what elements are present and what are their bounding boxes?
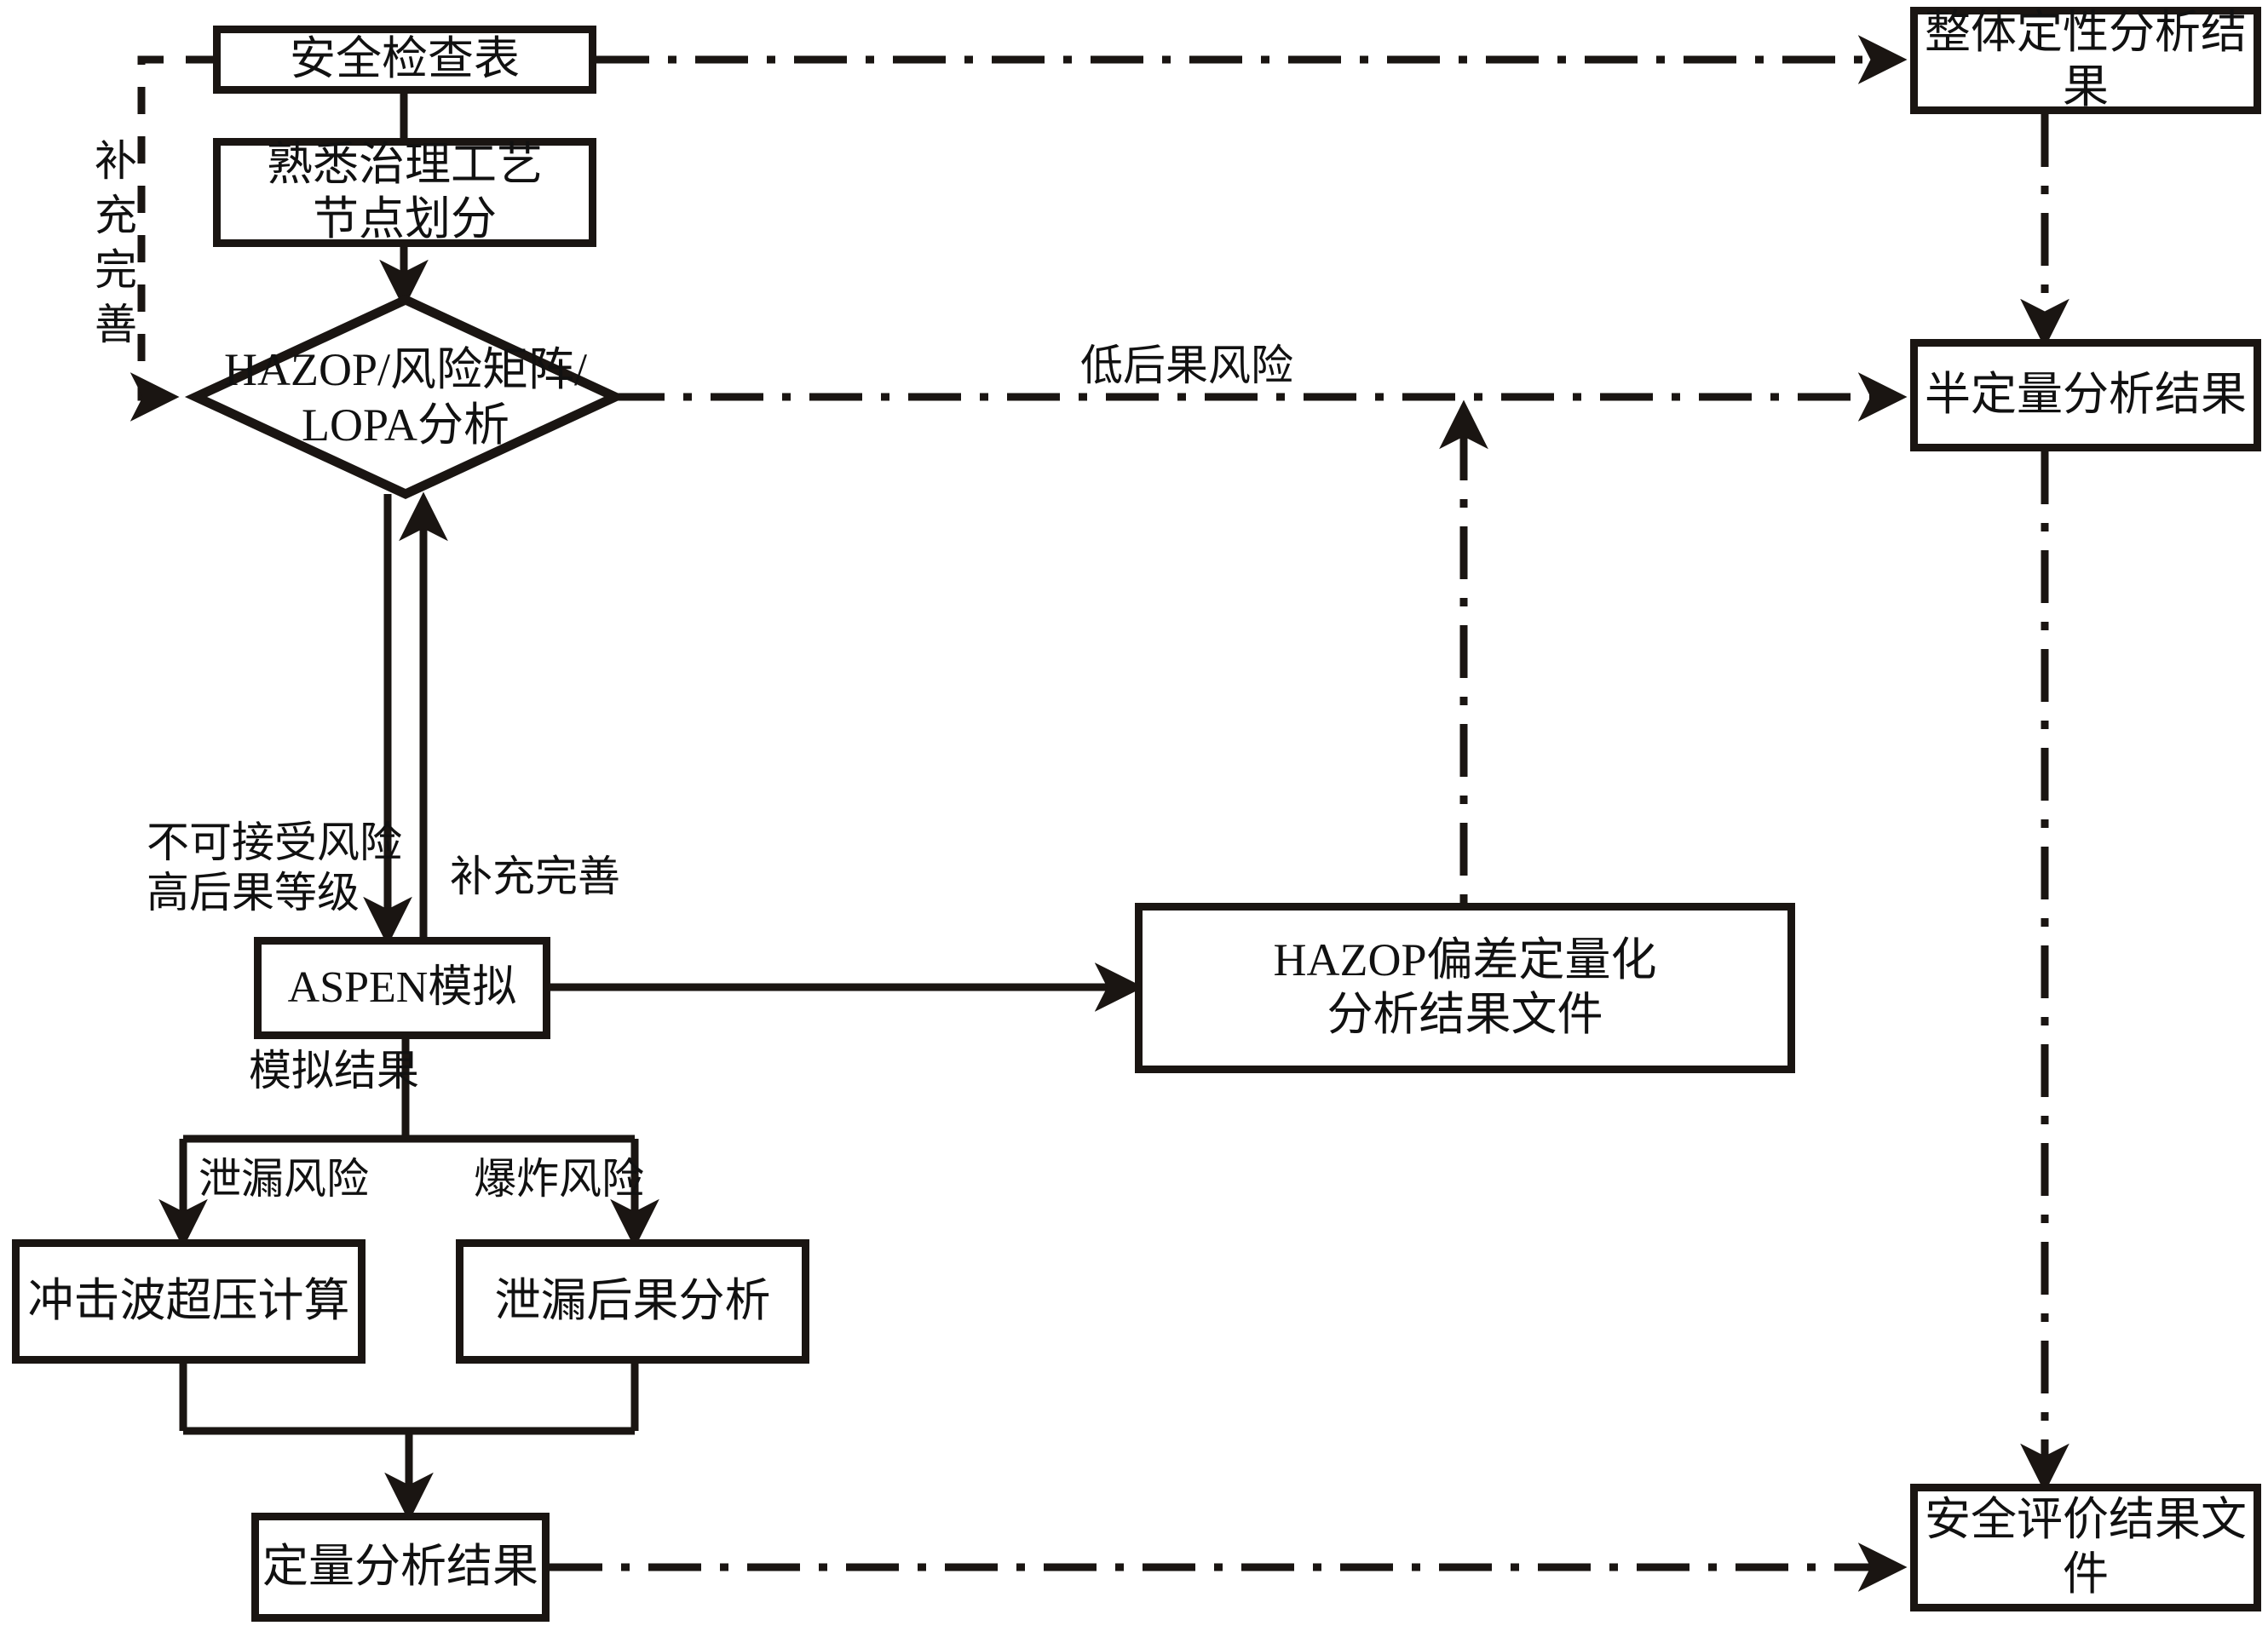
node-overall-qualitative-result-label: 整体定性分析结果	[1925, 7, 2247, 112]
edge-label-feedback-left: 补充完善	[89, 138, 136, 356]
edge-label-unacceptable-risk: 不可接受风险 高后果等级	[147, 819, 402, 916]
node-shockwave-overpressure-label: 冲击波超压计算	[27, 1275, 350, 1327]
node-decision-hazop[interactable]: HAZOP/风险矩阵/ LOPA分析	[196, 300, 615, 494]
node-shockwave-overpressure[interactable]: 冲击波超压计算	[12, 1239, 366, 1364]
node-safety-checklist[interactable]: 安全检查表	[213, 26, 596, 94]
node-aspen-simulation[interactable]: ASPEN模拟	[254, 937, 550, 1039]
node-semiquantitative-result[interactable]: 半定量分析结果	[1910, 339, 2261, 451]
edge-label-leak-risk: 泄漏风险	[199, 1155, 369, 1203]
node-hazop-deviation-file-label: HAZOP偏差定量化 分析结果文件	[1273, 934, 1657, 1040]
node-safety-assessment-report[interactable]: 安全评价结果文件	[1910, 1484, 2261, 1611]
node-overall-qualitative-result[interactable]: 整体定性分析结果	[1910, 7, 2261, 114]
node-hazop-deviation-file[interactable]: HAZOP偏差定量化 分析结果文件	[1135, 903, 1795, 1073]
node-safety-checklist-label: 安全检查表	[290, 33, 520, 85]
node-process-familiarization-label: 熟悉治理工艺 节点划分	[267, 139, 543, 244]
edge-label-simulation-result: 模拟结果	[249, 1047, 419, 1094]
node-leak-consequence[interactable]: 泄漏后果分析	[456, 1239, 809, 1364]
edge-label-supplement: 补充完善	[450, 853, 620, 900]
node-quantitative-result-label: 定量分析结果	[262, 1541, 538, 1593]
node-safety-assessment-report-label: 安全评价结果文件	[1925, 1494, 2247, 1600]
edge-label-low-consequence: 低后果风险	[1080, 342, 1293, 389]
node-leak-consequence-label: 泄漏后果分析	[494, 1275, 771, 1327]
node-semiquantitative-result-label: 半定量分析结果	[1925, 369, 2247, 421]
node-quantitative-result[interactable]: 定量分析结果	[251, 1513, 550, 1622]
node-process-familiarization[interactable]: 熟悉治理工艺 节点划分	[213, 138, 596, 247]
node-aspen-simulation-label: ASPEN模拟	[287, 963, 517, 1013]
edge-label-explosion-risk: 爆炸风险	[474, 1155, 644, 1203]
node-decision-label: HAZOP/风险矩阵/ LOPA分析	[223, 344, 587, 451]
